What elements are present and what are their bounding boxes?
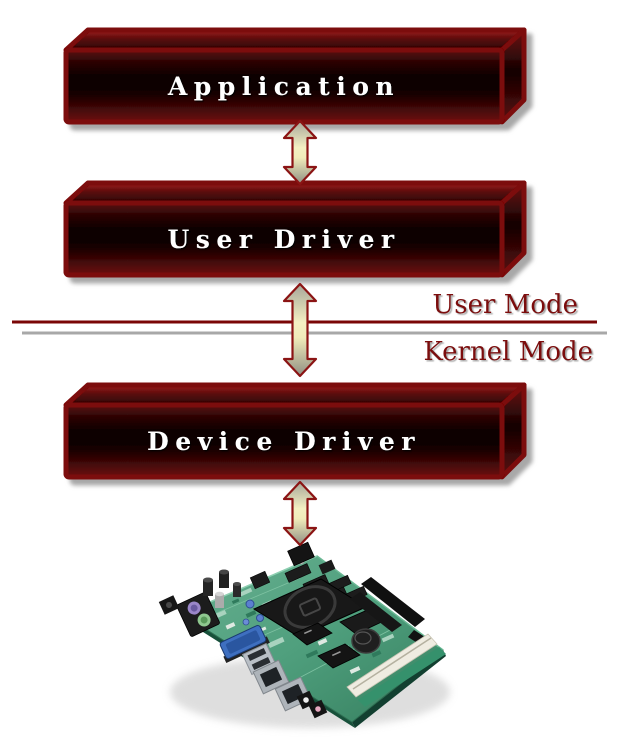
mode-divider: User Mode Kernel Mode: [12, 290, 607, 367]
vga-connector: [219, 625, 270, 664]
capacitors: [203, 569, 264, 626]
arrow-devicedriver-hardware-icon: [282, 480, 318, 547]
arrow-app-userdriver-icon: [282, 119, 318, 186]
ps2-connector: [176, 592, 220, 637]
motherboard-image: [158, 541, 450, 728]
ethernet-port: [252, 659, 290, 695]
coin-battery: [351, 628, 381, 654]
box-user-driver: User Driver: [66, 183, 524, 275]
box-user-driver-label: User Driver: [167, 225, 400, 254]
audio-jacks: [296, 690, 328, 719]
box-application-label: Application: [167, 72, 400, 101]
arrows: [282, 119, 318, 547]
box-device-driver: Device Driver: [66, 385, 524, 477]
top-edge-connectors: [287, 541, 336, 575]
user-mode-label: User Mode: [432, 290, 578, 320]
pci-slot: [346, 633, 446, 707]
box-device-driver-label: Device Driver: [147, 427, 421, 456]
kernel-mode-label: Kernel Mode: [423, 337, 593, 367]
arrow-userdriver-devicedriver-icon: [282, 282, 318, 378]
left-port: [158, 595, 180, 615]
box-application: Application: [66, 30, 524, 122]
